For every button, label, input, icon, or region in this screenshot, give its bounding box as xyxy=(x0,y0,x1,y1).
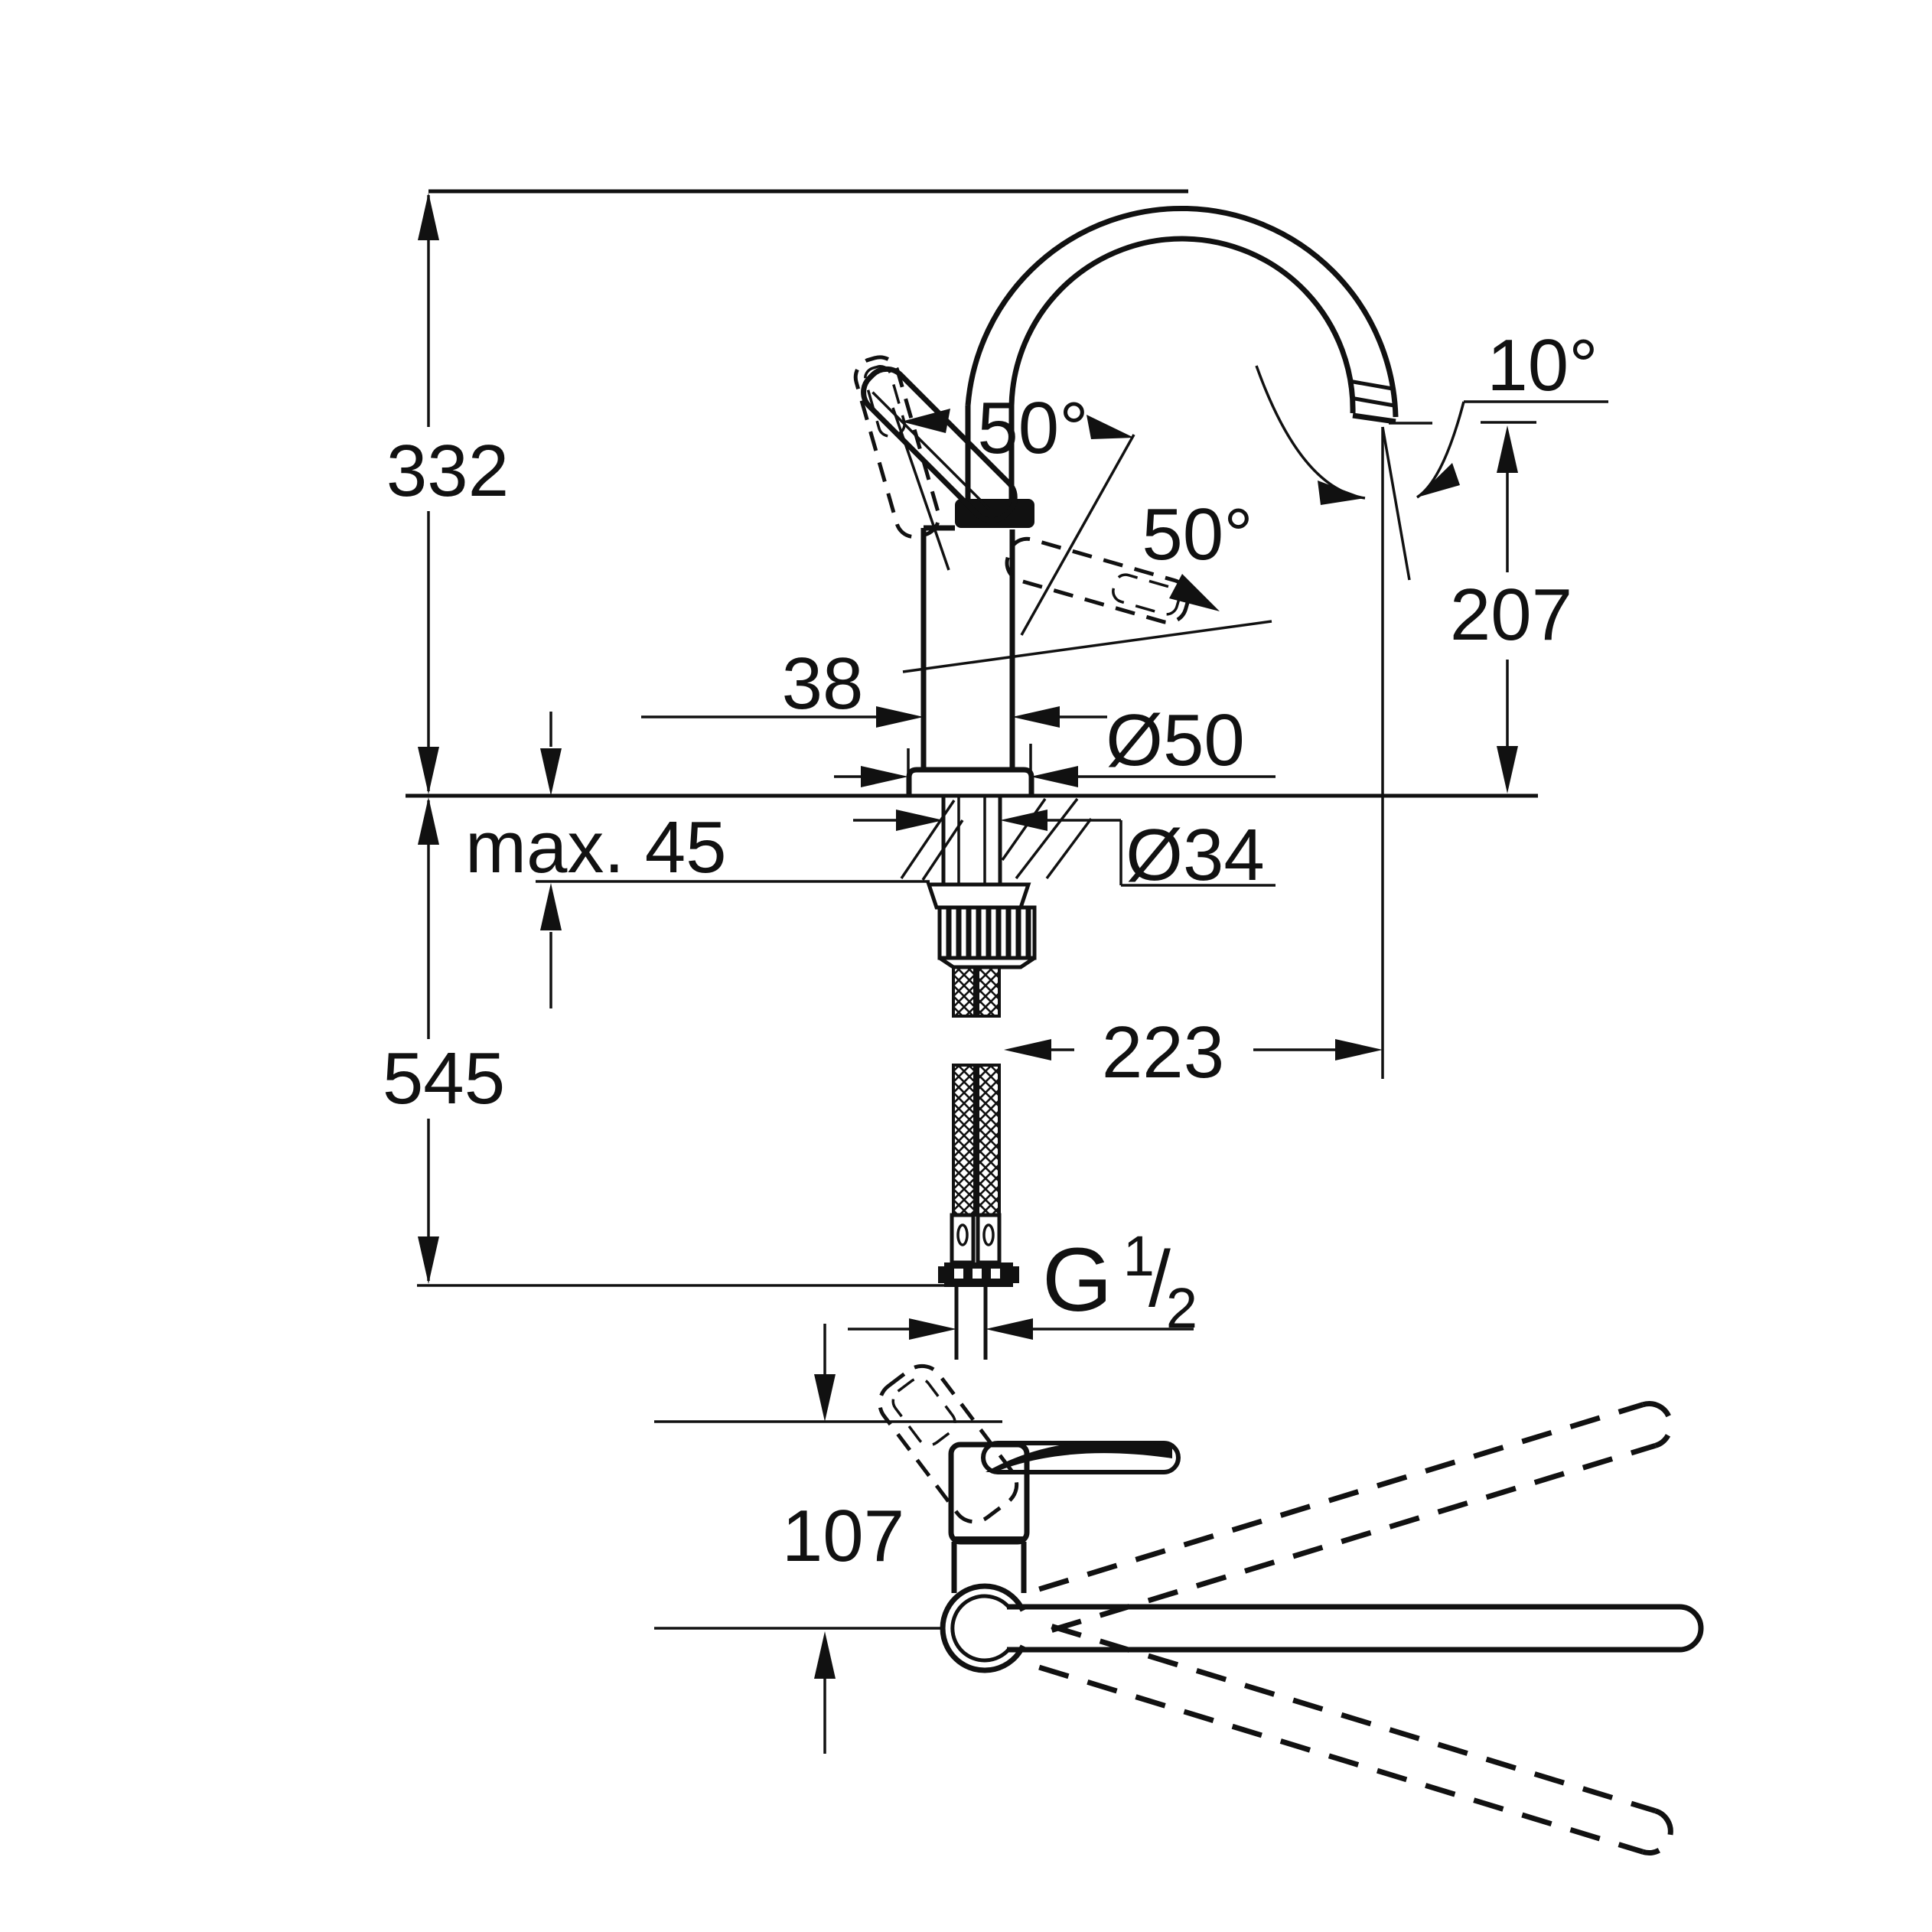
handle-dashed-up xyxy=(853,355,941,539)
dimension-223: 223 xyxy=(1004,1012,1383,1093)
dimension-332: 332 xyxy=(386,193,509,794)
dimension-10deg: 10° xyxy=(1255,324,1608,1079)
dim-label-10deg: 10° xyxy=(1487,324,1598,406)
dim-label-38: 38 xyxy=(782,643,864,725)
dimension-max-45: max. 45 xyxy=(465,712,726,1008)
dimension-dia50: Ø50 xyxy=(834,699,1276,794)
spout-tip-angled-reference xyxy=(1381,426,1411,581)
aerator-band-line xyxy=(1348,379,1393,391)
dimension-50deg-swing: 50° xyxy=(902,494,1272,673)
dim-label-dia50: Ø50 xyxy=(1106,699,1244,781)
dimension-207: 207 xyxy=(1389,421,1572,793)
supply-hoses xyxy=(938,966,1019,1360)
mounting-nut-ribs xyxy=(946,907,1031,958)
dim-label-332: 332 xyxy=(386,430,509,512)
spout-outlet-face xyxy=(1352,412,1396,425)
thread-slash: / xyxy=(1148,1235,1171,1324)
countertop-hatching xyxy=(900,797,1093,881)
plan-spout-solid xyxy=(1007,1604,1704,1653)
dimension-38: 38 xyxy=(641,643,1107,728)
dim-label-max45: max. 45 xyxy=(465,806,726,888)
plan-spout-dashed-down xyxy=(1038,1624,1673,1855)
dim-label-dia34: Ø34 xyxy=(1126,814,1264,896)
dim-label-50deg-lift: 50° xyxy=(977,387,1088,469)
plan-spout-dashed-up xyxy=(1038,1401,1673,1633)
thread-numerator: 1 xyxy=(1123,1224,1155,1288)
dim-label-545: 545 xyxy=(383,1038,505,1119)
dim-label-207: 207 xyxy=(1450,574,1572,656)
handle-solid xyxy=(861,366,1018,523)
plan-handle-solid xyxy=(981,1440,1181,1474)
mounting-washer xyxy=(926,882,1031,910)
dim-label-223: 223 xyxy=(1102,1012,1224,1093)
front-view: 332 545 max. 45 38 xyxy=(383,189,1608,1360)
handle-dashed-forward xyxy=(1005,536,1191,624)
top-view: 107 xyxy=(654,1324,1704,1855)
dimension-dia34: Ø34 xyxy=(853,810,1276,896)
dimension-50deg-lift: 50° xyxy=(891,387,1135,636)
hose-fitting xyxy=(950,1213,976,1265)
dim-label-50deg-swing: 50° xyxy=(1142,494,1253,575)
dimension-107: 107 xyxy=(782,1324,904,1754)
dimension-545: 545 xyxy=(383,797,505,1284)
gooseneck-spout xyxy=(965,205,1399,502)
aerator-band-line xyxy=(1350,396,1395,408)
dim-label-107: 107 xyxy=(782,1495,904,1577)
hose-fitting xyxy=(976,1213,1002,1265)
base-plate xyxy=(906,767,1034,796)
plan-handle-dashed xyxy=(878,1363,1019,1524)
thread-letter: G xyxy=(1042,1230,1113,1331)
thread-denominator: 2 xyxy=(1166,1276,1197,1340)
plan-swivel-rings xyxy=(940,1583,1026,1673)
